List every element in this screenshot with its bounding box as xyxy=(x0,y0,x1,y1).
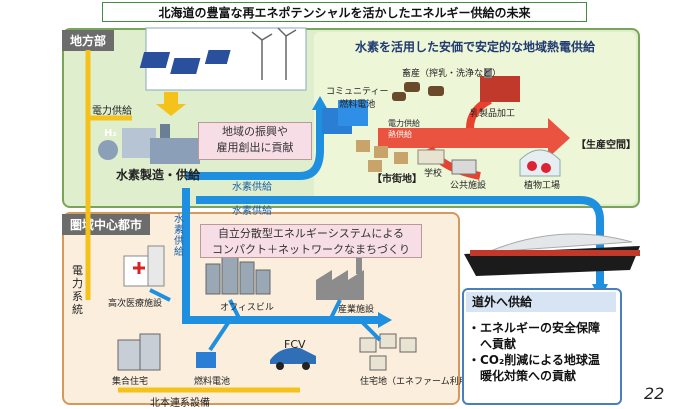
compact-city-line-1: 自立分散型エネルギーシステムによる xyxy=(217,227,405,240)
livestock-icon xyxy=(392,82,444,101)
grid-bottom-label: 北本連系設備 xyxy=(150,398,210,409)
public-facility-label: 公共施設 xyxy=(450,181,487,191)
dairy-label: 乳製品加工 xyxy=(470,109,516,119)
hydrogen-carrier-ship-icon xyxy=(464,233,640,276)
benefit-line-1: ・エネルギーの安全保障 xyxy=(468,321,601,335)
industrial-facility-icon xyxy=(316,256,364,300)
benefit-line-2: へ貢献 xyxy=(468,337,517,351)
pipe-arrow-up xyxy=(312,96,328,110)
school-icon xyxy=(417,149,445,165)
public-facility-icon xyxy=(451,159,477,175)
industry-label: 産業施設 xyxy=(338,305,375,315)
residential-houses-icon xyxy=(359,333,417,371)
outside-benefits-list: ・エネルギーの安全保障 へ貢献 ・CO₂削減による地球温 暖化対策への貢献 xyxy=(468,320,620,384)
city-hydrogen-branches xyxy=(149,288,382,352)
rural-region-tag: 地方部 xyxy=(62,30,115,51)
h2-badge: H₂ xyxy=(104,128,117,139)
hydrogen-plant-icon xyxy=(98,124,200,164)
grid-vertical-label: 電力系統 xyxy=(72,264,83,316)
hydrogen-supply-label-1: 水素供給 xyxy=(232,182,272,193)
hydrogen-production-label: 水素製造・供給 xyxy=(116,168,201,182)
office-label: オフィスビル xyxy=(220,303,274,313)
power-supply-label: 電力供給 xyxy=(92,106,132,117)
fuel-cell-label: 燃料電池 xyxy=(194,377,231,387)
solar-panel-icon xyxy=(139,50,231,74)
compact-city-line-2: コンパクト＋ネットワークなまちづくり xyxy=(212,243,410,256)
heat-supply-title: 水素を活用した安価で安定的な地域熱電供給 xyxy=(354,40,595,54)
power-arrow xyxy=(156,92,186,116)
hospital-label: 高次医療施設 xyxy=(108,299,163,309)
hydrogen-supply-vertical-label: 水素供給 xyxy=(174,214,184,258)
dairy-factory-icon xyxy=(480,68,520,102)
page-number: 22 xyxy=(644,384,665,403)
housing-label: 集合住宅 xyxy=(112,377,149,387)
community-fuel-cell-label: コミュニティー 燃料電池 xyxy=(326,84,388,110)
revitalization-box: 地域の振興や 雇用創出に貢献 xyxy=(198,122,312,160)
hydrogen-pipe xyxy=(182,110,604,324)
fcv-label: FCV xyxy=(284,338,306,351)
revitalization-line-2: 雇用創出に貢献 xyxy=(216,141,294,154)
fuel-cell-units-icon xyxy=(322,100,368,134)
hospital-icon xyxy=(123,245,165,287)
livestock-label: 畜産（搾乳・洗浄など） xyxy=(402,69,502,79)
apartment-icon xyxy=(117,333,161,371)
school-label: 学校 xyxy=(424,169,443,179)
diagram-title: 北海道の豊富な再エネポテンシャルを活かしたエネルギー供給の未来 xyxy=(102,2,587,22)
town-area-label: 【市街地】 xyxy=(372,174,422,185)
residential-label: 住宅地（エネファーム利用） xyxy=(360,377,477,387)
plant-factory-label: 植物工場 xyxy=(524,181,561,191)
benefit-line-3: ・CO₂削減による地球温 xyxy=(468,353,600,367)
heat-supply-small-label: 熱供給 xyxy=(388,130,412,139)
compact-city-box: 自立分散型エネルギーシステムによる コンパクト＋ネットワークなまちづくり xyxy=(200,224,422,258)
production-space-label: 【生産空間】 xyxy=(576,140,636,151)
fuel-cell-icon xyxy=(196,352,216,368)
wind-turbine-icon xyxy=(251,27,297,80)
power-supply-small-label: 電力供給 xyxy=(388,119,420,128)
fcv-car-icon xyxy=(270,347,316,370)
outside-supply-title: 道外へ供給 xyxy=(466,292,616,312)
town-buildings-icon xyxy=(356,140,408,172)
office-buildings-icon xyxy=(205,253,271,295)
plant-factory-icon xyxy=(519,149,561,177)
hydrogen-supply-label-2: 水素供給 xyxy=(232,206,272,217)
community-fuel-cell-line-2: 燃料電池 xyxy=(339,100,376,110)
benefit-line-4: 暖化対策への貢献 xyxy=(468,369,577,383)
community-fuel-cell-line-1: コミュニティー xyxy=(326,87,389,97)
pipe-arrow-right xyxy=(378,312,392,328)
revitalization-line-1: 地域の振興や xyxy=(222,125,288,138)
